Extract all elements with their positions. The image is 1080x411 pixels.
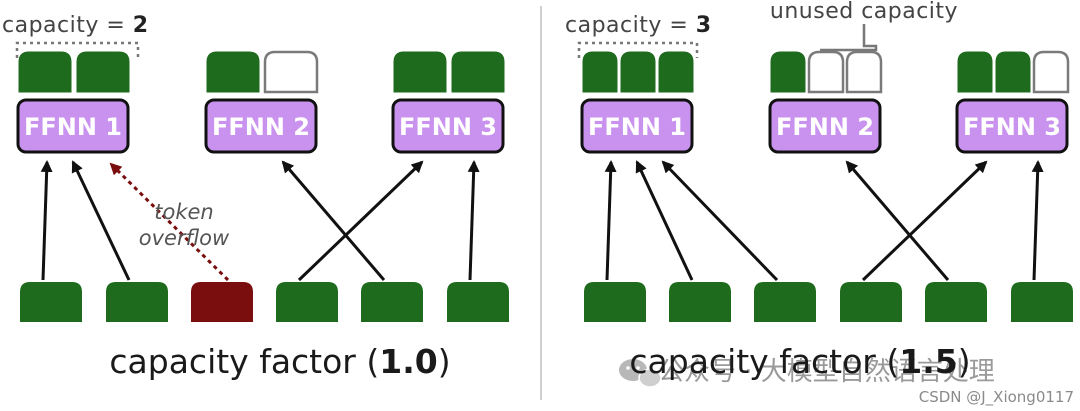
right-expert-3-box	[955, 98, 1069, 154]
left-routing-arrow-5	[281, 160, 386, 281]
left-expert-2-empty-slot	[263, 50, 319, 94]
left-token-1	[20, 282, 82, 322]
left-expert-2-filled-slot	[206, 51, 260, 93]
left-routing-arrow-6	[467, 160, 480, 281]
left-capacity-bracket	[15, 41, 140, 58]
left-expert-3-label: FFNN 3	[399, 113, 497, 141]
right-routing-arrow-5	[845, 160, 950, 281]
right-token-3	[754, 282, 816, 322]
left-expert-2-label: FFNN 2	[212, 113, 310, 141]
right-expert-2-empty-slot	[807, 50, 845, 94]
left-token-5	[361, 282, 423, 322]
right-routing-arrow-3	[661, 160, 779, 282]
wechat-icon	[619, 359, 662, 388]
left-arrow-group	[40, 160, 480, 282]
right-expert-1-box	[580, 98, 694, 154]
right-token-2	[669, 282, 731, 322]
right-arrow-group	[604, 160, 1044, 282]
right-capacity-value: 3	[696, 13, 712, 38]
right-capacity-bracket	[577, 41, 699, 58]
right-capacity-label: capacity = 3	[565, 13, 712, 38]
right-expert-1-label: FFNN 1	[588, 113, 686, 141]
right-factor-value: 1.5	[899, 342, 957, 381]
left-routing-arrow-4	[297, 160, 424, 282]
right-expert-1-filled-slot	[582, 51, 618, 93]
left-expert-group: FFNN 1 FFNN 2 FFNN 3	[16, 98, 505, 154]
left-expert-1-box	[16, 98, 130, 154]
right-slot-group	[582, 50, 1070, 94]
right-routing-arrow-4	[861, 160, 988, 282]
right-token-4	[840, 282, 902, 322]
watermark-text: 公众号 · 大模型自然语言处理	[658, 357, 995, 387]
left-slot-group	[18, 50, 505, 94]
right-expert-2-empty-slot	[845, 50, 883, 94]
overflow-label-line1: token	[154, 200, 213, 224]
right-routing-arrow-2	[635, 160, 694, 281]
right-expert-2-box	[768, 98, 882, 154]
right-token-1	[584, 282, 646, 322]
right-expert-2-filled-slot	[770, 51, 806, 93]
left-capacity-value: 2	[133, 13, 149, 38]
unused-capacity-label: unused capacity	[770, 0, 958, 24]
left-token-2	[106, 282, 168, 322]
right-token-6	[1011, 282, 1073, 322]
right-expert-3-filled-slot	[957, 51, 993, 93]
left-token-6	[447, 282, 509, 322]
right-token-5	[925, 282, 987, 322]
unused-capacity-bracket	[820, 24, 878, 52]
right-expert-3-label: FFNN 3	[963, 113, 1061, 141]
left-expert-2-box	[204, 98, 318, 154]
left-panel: capacity = 2 FFNN 1 FFNN 2 FFNN 3 token ov…	[2, 13, 509, 381]
left-token-group	[20, 282, 509, 322]
left-expert-1-label: FFNN 1	[24, 113, 122, 141]
right-expert-2-label: FFNN 2	[776, 113, 874, 141]
left-expert-3-filled-slot	[393, 51, 447, 93]
left-expert-1-filled-slot	[76, 51, 130, 93]
left-factor-value: 1.0	[379, 342, 437, 381]
left-overflow-token-3	[191, 282, 253, 322]
left-factor-caption: capacity factor (1.0)	[109, 342, 450, 381]
left-expert-3-box	[391, 98, 505, 154]
right-expert-3-empty-slot	[1032, 50, 1070, 94]
left-routing-arrow-1	[40, 160, 53, 281]
right-expert-1-filled-slot	[620, 51, 656, 93]
right-routing-arrow-1	[604, 160, 617, 281]
left-expert-1-filled-slot	[18, 51, 72, 93]
left-expert-3-filled-slot	[451, 51, 505, 93]
right-expert-group: FFNN 1 FFNN 2 FFNN 3	[580, 98, 1069, 154]
left-overflow-arrow-3	[109, 162, 230, 282]
right-factor-caption: capacity factor (1.5)	[629, 342, 970, 381]
left-routing-arrow-2	[71, 160, 131, 281]
left-token-4	[276, 282, 338, 322]
right-expert-3-filled-slot	[995, 51, 1031, 93]
right-expert-1-filled-slot	[658, 51, 694, 93]
right-routing-arrow-6	[1031, 160, 1044, 281]
csdn-credit: CSDN @J_Xiong0117	[919, 388, 1074, 407]
overflow-label-line2: overflow	[139, 226, 230, 250]
right-token-group	[584, 282, 1073, 322]
left-capacity-label: capacity = 2	[2, 13, 149, 38]
